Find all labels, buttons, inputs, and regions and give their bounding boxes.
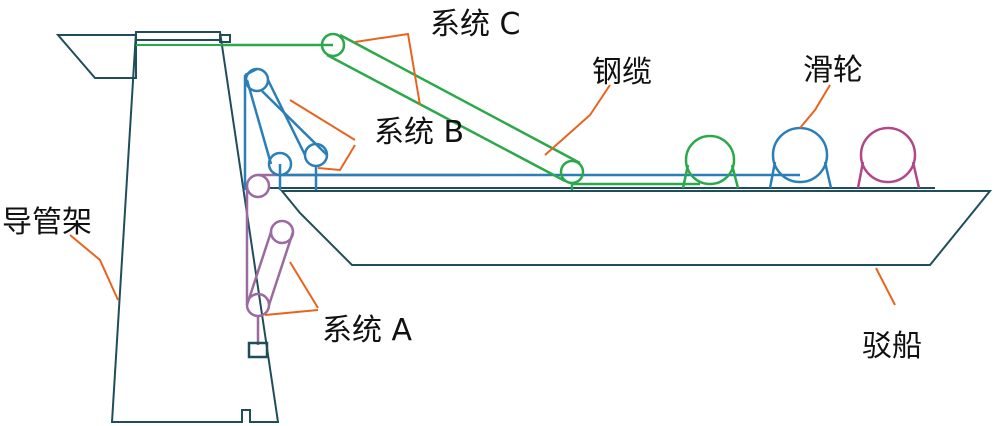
label-system-c: 系统 C <box>430 7 520 42</box>
guide-frame <box>55 31 280 423</box>
system-a-cable-3 <box>267 231 295 306</box>
system-b-cable-2 <box>266 79 307 156</box>
system-c <box>220 32 700 190</box>
system-b-pulley-right <box>303 142 329 168</box>
leader-system-b-1 <box>289 99 356 141</box>
barge-hull <box>279 190 993 266</box>
system-b-cable-1 <box>245 79 273 165</box>
system-c-cable-1 <box>326 53 566 183</box>
leader-system-b-2 <box>317 144 356 172</box>
label-system-b: 系统 B <box>374 115 464 150</box>
label-cable: 钢缆 <box>592 55 652 90</box>
system-a-pulley-top <box>245 173 271 199</box>
leader-system-a-1 <box>289 261 319 309</box>
deck-pulley-blue <box>768 126 833 189</box>
leader-pulley <box>799 84 831 129</box>
deck-pulley-pink <box>856 126 921 189</box>
system-c-pulley-top <box>320 32 346 58</box>
deck-pulleys <box>681 126 921 189</box>
guide-frame-body <box>110 31 280 423</box>
system-b <box>243 67 800 190</box>
leader-cable <box>544 84 611 156</box>
label-guide-frame: 导管架 <box>2 205 92 240</box>
system-a-winch <box>247 341 269 359</box>
label-barge: 驳船 <box>862 329 922 364</box>
system-b-cable-3 <box>261 90 328 156</box>
leader-lines <box>69 32 896 316</box>
guide-frame-top-platform <box>55 34 137 79</box>
system-a-cable-2 <box>245 231 273 306</box>
leader-barge <box>875 267 896 306</box>
label-pulley: 滑轮 <box>803 53 863 88</box>
deck-pulley-green <box>681 134 740 189</box>
barge <box>270 187 993 266</box>
leader-system-a-2 <box>264 309 319 316</box>
label-system-a: 系统 A <box>322 313 413 348</box>
system-c-cable-2 <box>339 33 581 165</box>
leader-guide-frame <box>69 234 119 301</box>
system-b-cable-5 <box>244 67 258 77</box>
leader-system-c <box>354 32 421 106</box>
